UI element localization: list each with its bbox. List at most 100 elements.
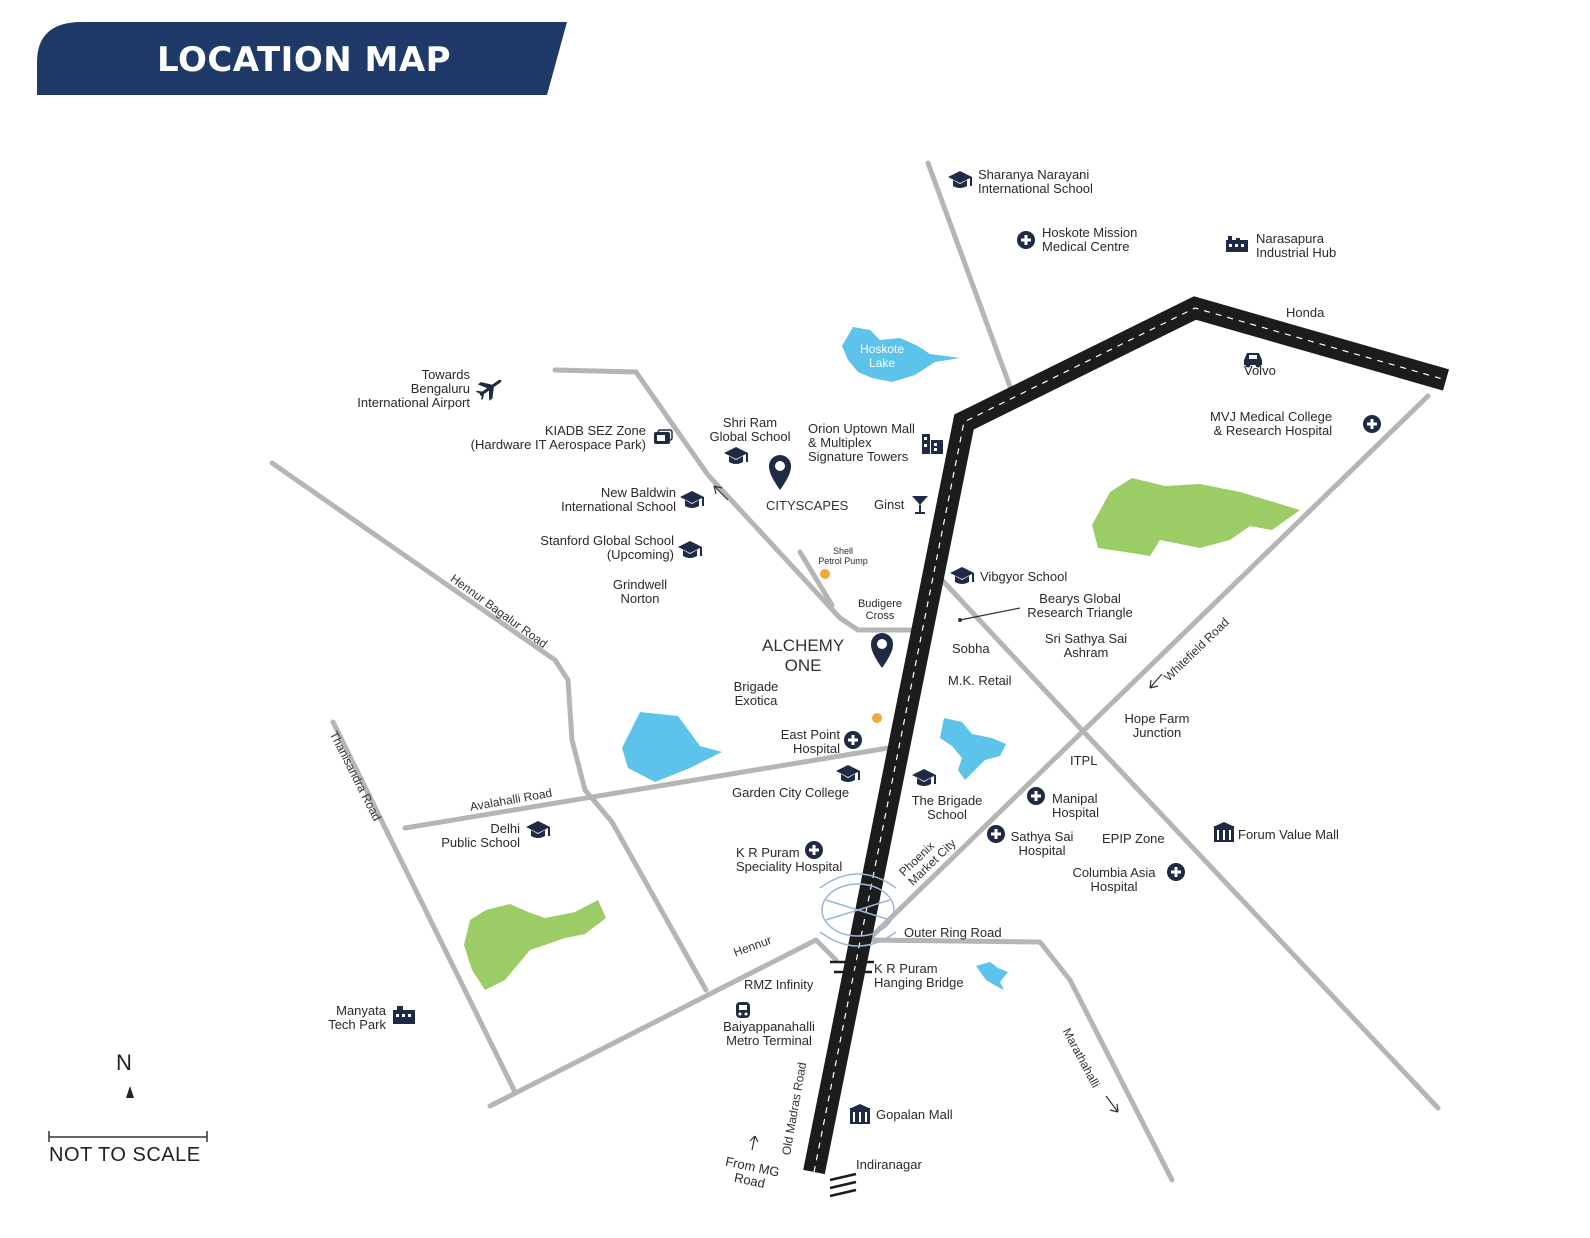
epip-label: EPIP Zone [1102, 831, 1165, 846]
hope-farm-label: Hope Farm Junction [1124, 711, 1190, 740]
graduation-cap-icon [950, 567, 974, 584]
forum-value-label: Forum Value Mall [1238, 827, 1339, 842]
graduation-cap-icon [680, 491, 704, 508]
road-whitefield [865, 393, 1431, 943]
lake-west [622, 712, 722, 782]
road-north-hoskote [925, 160, 1015, 395]
honda-label: Honda [1286, 305, 1325, 320]
budigere-label: Budigere Cross [857, 598, 903, 622]
hospital-icon [1167, 863, 1185, 881]
hoskote-lake-label: Hoskote Lake [860, 342, 905, 370]
tech-park-icon [393, 1006, 415, 1024]
mall-icon [849, 1104, 871, 1124]
airport-label: Towards Bengaluru International Airport [357, 367, 470, 410]
mvj-label: MVJ Medical College & Research Hospital [1210, 409, 1333, 438]
arrow-icon [749, 1135, 759, 1151]
interchange [819, 873, 897, 947]
grindwell-label: Grindwell Norton [612, 577, 668, 606]
hospital-icon [1017, 231, 1035, 249]
vibgyor-label: Vibgyor School [980, 569, 1068, 584]
hoskote-mission-label: Hoskote Mission Medical Centre [1042, 225, 1138, 254]
east-point-label: East Point Hospital [780, 727, 840, 756]
new-baldwin-label: New Baldwin International School [561, 485, 676, 514]
banner-shape [37, 22, 567, 95]
road-marathahalli [869, 937, 1175, 1183]
mall-icon [1213, 822, 1235, 842]
hospital-icon [844, 731, 862, 749]
alchemy-one-pin-icon [871, 633, 893, 668]
road-kiadb [552, 367, 913, 633]
brigade-exotica-label: Brigade Exotica [733, 679, 779, 708]
shri-ram-label: Shri Ram Global School [709, 415, 791, 444]
orion-label: Orion Uptown Mall & Multiplex Signature … [808, 421, 915, 464]
arrow-icon [1149, 673, 1163, 689]
itpl-label: ITPL [1070, 753, 1098, 768]
hospital-icon [987, 825, 1005, 843]
airport-icon [475, 379, 502, 401]
gopalan-label: Gopalan Mall [876, 1107, 953, 1122]
road-bottom-left [487, 937, 839, 1109]
graduation-cap-icon [526, 821, 550, 838]
minor-roads [269, 160, 1441, 1183]
arrow-icon [1105, 1095, 1119, 1113]
stanford-label: Stanford Global School (Upcoming) [540, 533, 674, 562]
road-itpl-diagonal [939, 577, 1441, 1111]
garden-city-label: Garden City College [732, 785, 850, 800]
baiyappanahalli-label: Baiyappanahalli Metro Terminal [723, 1019, 815, 1048]
road-hennur-bagalur [269, 460, 709, 993]
kr-puram-hospital-label: K R Puram Speciality Hospital [736, 845, 843, 874]
car-icon [1244, 353, 1262, 368]
volvo-label: Volvo [1244, 363, 1276, 378]
map-title: LOCATION MAP [157, 40, 452, 80]
petrol-pump-marker [820, 569, 830, 579]
cityscapes-label: CITYSCAPES [766, 498, 849, 513]
indiranagar-mark [829, 1172, 857, 1198]
cocktail-icon [912, 496, 928, 514]
bearys-leader [959, 607, 1021, 621]
rmz-label: RMZ Infinity [744, 977, 814, 992]
lake-center [940, 718, 1006, 780]
sobha-label: Sobha [952, 641, 990, 656]
lake-south [976, 962, 1008, 990]
hospital-icon [805, 841, 823, 859]
scale-label: NOT TO SCALE [49, 1144, 201, 1166]
graduation-cap-icon [724, 447, 748, 464]
sathya-ashram-label: Sri Sathya Sai Ashram [1044, 631, 1128, 660]
arrow-icon [713, 485, 729, 501]
kiadb-label: KIADB SEZ Zone (Hardware IT Aerospace Pa… [470, 423, 646, 452]
narasapura-label: Narasapura Industrial Hub [1256, 231, 1337, 260]
road-thanisandra [330, 719, 518, 1095]
road-avalahalli [402, 745, 891, 831]
sathya-hospital-label: Sathya Sai Hospital [1010, 829, 1074, 858]
graduation-cap-icon [912, 769, 936, 786]
hospital-icon [1363, 415, 1381, 433]
manipal-label: Manipal Hospital [1052, 791, 1099, 820]
bridge-mark [830, 960, 874, 974]
title-banner [37, 22, 567, 95]
building-icon [922, 434, 943, 454]
road-petrol-spur [797, 549, 835, 608]
graduation-cap-icon [678, 541, 702, 558]
petrol-pump-label: Shell Petrol Pump [818, 546, 868, 566]
north-arrow-icon [126, 1086, 134, 1098]
brigade-school-label: The Brigade School [911, 793, 983, 822]
indiranagar-label: Indiranagar [856, 1157, 922, 1172]
bearys-label: Bearys Global Research Triangle [1027, 591, 1133, 620]
cityscapes-pin-icon [769, 455, 791, 490]
north-label: N [116, 1050, 132, 1075]
sez-icon [654, 429, 673, 444]
alchemy-one-label: ALCHEMY ONE [762, 636, 845, 675]
mk-retail-label: M.K. Retail [948, 673, 1012, 688]
scale-bar [48, 1131, 208, 1142]
sharanya-school-label: Sharanya Narayani International School [978, 167, 1093, 196]
metro-icon [736, 1002, 750, 1018]
bearys-dot [958, 618, 962, 622]
park-southwest [464, 900, 606, 990]
junction-marker [872, 713, 882, 723]
hospital-icon [1027, 787, 1045, 805]
graduation-cap-icon [948, 171, 972, 188]
ginst-label: Ginst [874, 497, 905, 512]
columbia-label: Columbia Asia Hospital [1072, 865, 1156, 894]
